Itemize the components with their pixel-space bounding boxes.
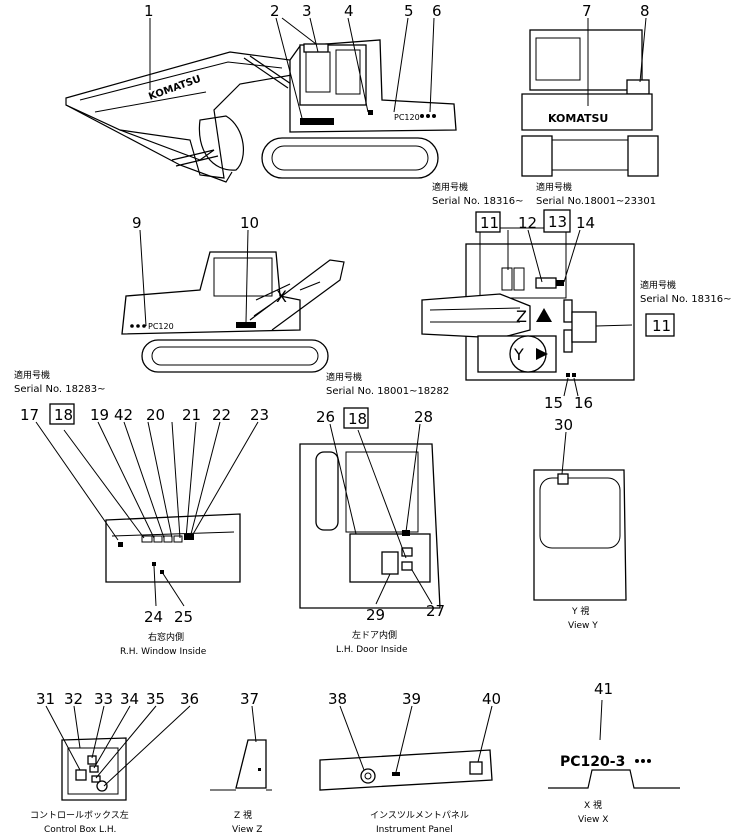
excavator-top-view: Z Y — [421, 227, 635, 381]
callout: 22 — [212, 406, 231, 424]
callout: 9 — [132, 214, 142, 232]
caption-jp: 左ドア内側 — [352, 629, 397, 641]
caption-en: Control Box L.H. — [44, 825, 116, 835]
callout: 12 — [518, 214, 537, 232]
callout: 26 — [316, 408, 335, 426]
caption-en: R.H. Window Inside — [120, 647, 207, 657]
boxed-13: 13 — [548, 213, 567, 231]
boxed-18a: 18 — [54, 406, 73, 424]
callout: 30 — [554, 416, 573, 434]
serial-jp: 適用号機 — [432, 181, 468, 193]
callout: 24 — [144, 608, 163, 626]
serial-jp: 適用号機 — [536, 181, 572, 193]
boxed-11b: 11 — [652, 317, 671, 335]
svg-text:PC120: PC120 — [148, 322, 174, 331]
arrow-y-label: Y — [513, 345, 524, 364]
view-z-structure — [210, 739, 272, 791]
caption-en: View X — [578, 815, 608, 825]
callout: 5 — [404, 2, 414, 20]
rh-window-inside-view — [105, 513, 241, 583]
arrow-x-label: X — [276, 287, 287, 306]
serial-en: Serial No. 18316~ — [432, 196, 523, 207]
callout: 14 — [576, 214, 595, 232]
callout: 40 — [482, 690, 501, 708]
callout: 21 — [182, 406, 201, 424]
callout: 39 — [402, 690, 421, 708]
leader-lines — [35, 17, 647, 787]
view-captions: 右窓内側 R.H. Window Inside 左ドア内側 L.H. Door … — [30, 605, 608, 835]
caption-en: Instrument Panel — [376, 825, 453, 835]
callout: 36 — [180, 690, 199, 708]
callout: 4 — [344, 2, 354, 20]
svg-text:PC120: PC120 — [394, 113, 420, 122]
arrow-z-label: Z — [516, 307, 527, 326]
callout: 1 — [144, 2, 154, 20]
callout: 29 — [366, 606, 385, 624]
callout: 28 — [414, 408, 433, 426]
boxed-callouts: 11 13 11 18 18 — [49, 209, 675, 429]
callout: 6 — [432, 2, 442, 20]
caption-en: View Z — [232, 825, 262, 835]
serial-en: Serial No. 18283~ — [14, 384, 105, 395]
instrument-panel-view — [319, 749, 493, 791]
view-y-window — [533, 469, 627, 601]
callout: 38 — [328, 690, 347, 708]
serial-jp: 適用号機 — [14, 369, 50, 381]
callout: 25 — [174, 608, 193, 626]
callout: 41 — [594, 680, 613, 698]
callout: 19 — [90, 406, 109, 424]
excavator-side-view-left: PC120 X — [121, 251, 345, 373]
caption-jp: Y 視 — [571, 605, 589, 617]
boxed-11a: 11 — [480, 214, 499, 232]
callout: 35 — [146, 690, 165, 708]
callout: 15 — [544, 394, 563, 412]
callout: 27 — [426, 602, 445, 620]
brand-text-boom: KOMATSU — [147, 74, 202, 103]
callout: 16 — [574, 394, 593, 412]
caption-en: View Y — [568, 621, 598, 631]
callout: 33 — [94, 690, 113, 708]
callout-numbers: 1 2 3 4 5 6 7 8 9 10 11 12 13 14 15 16 1… — [20, 2, 650, 708]
serial-jp: 適用号機 — [326, 371, 362, 383]
callout: 2 — [270, 2, 280, 20]
serial-en: Serial No. 18001~18282 — [326, 386, 449, 397]
callout: 8 — [640, 2, 650, 20]
lh-door-inside-view — [299, 443, 441, 609]
callout: 3 — [302, 2, 312, 20]
callout: 7 — [582, 2, 592, 20]
serial-jp: 適用号機 — [640, 279, 676, 291]
callout: 23 — [250, 406, 269, 424]
callout: 20 — [146, 406, 165, 424]
serial-en: Serial No.18001~23301 — [536, 196, 656, 207]
callout: 37 — [240, 690, 259, 708]
callout: 42 — [114, 406, 133, 424]
excavator-side-view: PC120 KOMATSU — [65, 39, 457, 183]
callout: 32 — [64, 690, 83, 708]
caption-jp: インスツルメントパネル — [370, 810, 469, 821]
caption-jp: 右窓内側 — [148, 631, 184, 643]
caption-jp: コントロールボックス左 — [30, 809, 129, 821]
serial-notes: 適用号機 Serial No. 18316~ 適用号機 Serial No.18… — [14, 181, 731, 397]
serial-en: Serial No. 18316~ — [640, 294, 731, 305]
caption-en: L.H. Door Inside — [336, 645, 408, 655]
excavator-rear-view: KOMATSU — [521, 29, 659, 177]
callout: 10 — [240, 214, 259, 232]
callout: 34 — [120, 690, 139, 708]
control-box-lh-view — [61, 737, 127, 801]
caption-jp: Z 視 — [234, 809, 252, 821]
callout: 17 — [20, 406, 39, 424]
callout: 31 — [36, 690, 55, 708]
brand-text-rear: KOMATSU — [548, 112, 608, 125]
boxed-18b: 18 — [348, 410, 367, 428]
caption-jp: X 視 — [584, 799, 602, 811]
view-x-model-label: PC120-3 — [548, 754, 680, 789]
model-label-big: PC120-3 — [560, 754, 625, 770]
